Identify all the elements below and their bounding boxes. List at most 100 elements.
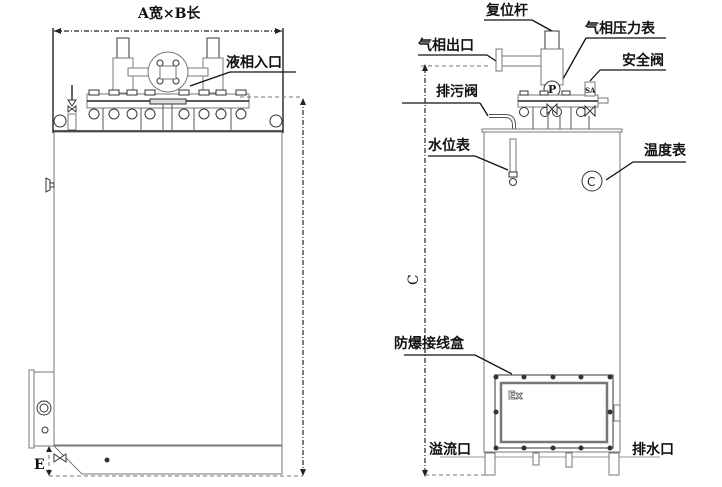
valve-arrow-head bbox=[67, 99, 77, 107]
dimension-e-arrow-up bbox=[46, 446, 52, 452]
lifting-eye-right bbox=[269, 114, 283, 128]
bolt-nut bbox=[198, 108, 210, 120]
dimension-e-label: E bbox=[34, 457, 45, 473]
ex-box-leader bbox=[474, 354, 513, 375]
side-bolt-nut bbox=[576, 107, 586, 117]
dimension-arrow-left bbox=[54, 28, 61, 34]
bolt-top bbox=[144, 89, 156, 96]
valve-body bbox=[67, 113, 77, 131]
water-level-valve bbox=[509, 178, 517, 186]
thermometer-symbol: C bbox=[587, 175, 595, 189]
base-bolt bbox=[104, 457, 110, 463]
side-knob bbox=[45, 177, 55, 193]
ex-bolt bbox=[550, 374, 556, 380]
leg-right bbox=[608, 452, 620, 476]
safety-valve bbox=[584, 81, 596, 97]
side-bolt-nut bbox=[519, 107, 529, 117]
reset-rod-body bbox=[540, 48, 564, 86]
bottom-valve-icon bbox=[53, 453, 67, 463]
water-level-fitting bbox=[508, 171, 518, 178]
reset-rod-leader bbox=[531, 19, 553, 32]
dimension-e-arrow-down bbox=[46, 470, 52, 476]
liquid-inlet-label: 液相入口 bbox=[226, 54, 282, 71]
c-arrow-up bbox=[422, 64, 428, 71]
ex-bolt bbox=[521, 374, 527, 380]
ex-bolt bbox=[521, 445, 527, 451]
bolt-nut bbox=[88, 108, 100, 120]
tank-body-front bbox=[53, 131, 283, 446]
water-drain-label: 排水口 bbox=[632, 441, 674, 458]
dimension-c-label: C bbox=[406, 274, 422, 285]
valve-icon bbox=[67, 105, 77, 113]
bolt-top bbox=[178, 89, 190, 96]
side-port-small bbox=[41, 426, 49, 434]
ex-bolt bbox=[493, 445, 499, 451]
side-view: 复位杆 气相压力表 气相出口 安全阀 排污阀 P bbox=[394, 2, 687, 477]
base-frame bbox=[52, 445, 283, 475]
thermometer-label: 温度表 bbox=[644, 142, 687, 159]
gauge-valve-icon bbox=[546, 102, 558, 116]
ex-bolt bbox=[550, 445, 556, 451]
bolt-nut bbox=[108, 108, 120, 120]
c-arrow-down bbox=[422, 470, 428, 477]
gas-outlet-label: 气相出口 bbox=[417, 37, 474, 54]
ex-bolt bbox=[493, 374, 499, 380]
drain-valve-label: 排污阀 bbox=[436, 83, 478, 100]
reset-rod-cap bbox=[544, 30, 560, 50]
water-level-leader bbox=[474, 155, 509, 171]
explosion-proof-box-label: 防爆接线盒 bbox=[394, 335, 465, 352]
drain-pipe bbox=[565, 452, 573, 468]
reset-valve-cap-left bbox=[116, 37, 130, 59]
side-bolt-top bbox=[561, 90, 571, 96]
flange-bolt bbox=[172, 59, 180, 67]
safety-valve-leader bbox=[589, 69, 601, 82]
height-arrow-up bbox=[300, 98, 306, 105]
gas-outlet-leader bbox=[486, 54, 497, 62]
bolt-nut bbox=[215, 108, 227, 120]
side-box-tab bbox=[613, 404, 621, 422]
bolt-top bbox=[198, 89, 210, 96]
side-panel-edge bbox=[28, 369, 35, 449]
front-view: A宽×B长 bbox=[28, 5, 306, 477]
bolt-top bbox=[108, 89, 120, 96]
ex-bolt bbox=[578, 374, 584, 380]
ex-bolt bbox=[578, 445, 584, 451]
overflow-label: 溢流口 bbox=[429, 441, 471, 458]
ex-bolt bbox=[607, 409, 613, 415]
bolt-nut bbox=[144, 108, 156, 120]
lower-bolts bbox=[88, 108, 247, 120]
reset-rod-label: 复位杆 bbox=[485, 2, 528, 19]
dimension-arrow-right bbox=[275, 28, 282, 34]
dimension-width-length-label: A宽×B长 bbox=[137, 5, 201, 22]
safety-valve-mark: SA bbox=[585, 86, 596, 95]
ex-box-inner-frame bbox=[499, 381, 609, 444]
safety-valve-icon bbox=[584, 104, 596, 118]
bolt-nut bbox=[235, 108, 247, 120]
side-bolt-top bbox=[519, 90, 529, 96]
plate-center-block bbox=[149, 98, 187, 105]
leg-left bbox=[484, 452, 496, 476]
height-arrow-down bbox=[300, 469, 306, 476]
side-bolt-top bbox=[539, 90, 549, 96]
flange-bolt bbox=[156, 59, 164, 67]
upper-bolts bbox=[88, 89, 247, 96]
water-level-tube bbox=[509, 138, 517, 174]
gas-pressure-gauge-label: 气相压力表 bbox=[584, 20, 656, 37]
safety-valve-label: 安全阀 bbox=[622, 52, 664, 69]
bolt-top bbox=[235, 89, 247, 96]
pressure-gauge-symbol: P bbox=[548, 83, 556, 96]
ex-mark: Ex bbox=[508, 389, 523, 402]
bolt-top bbox=[215, 89, 227, 96]
gas-outlet-pipe bbox=[501, 55, 547, 67]
top-manifold bbox=[53, 37, 283, 132]
ex-bolt bbox=[607, 374, 613, 380]
bolt-top bbox=[88, 89, 100, 96]
water-level-gauge-label: 水位表 bbox=[428, 137, 471, 154]
bolt-nut bbox=[126, 108, 138, 120]
bolt-top bbox=[126, 89, 138, 96]
reset-valve-cap-right bbox=[206, 37, 220, 59]
ex-bolt bbox=[493, 409, 499, 415]
overflow-pipe bbox=[532, 452, 540, 466]
liquid-inlet-leader bbox=[189, 71, 231, 87]
